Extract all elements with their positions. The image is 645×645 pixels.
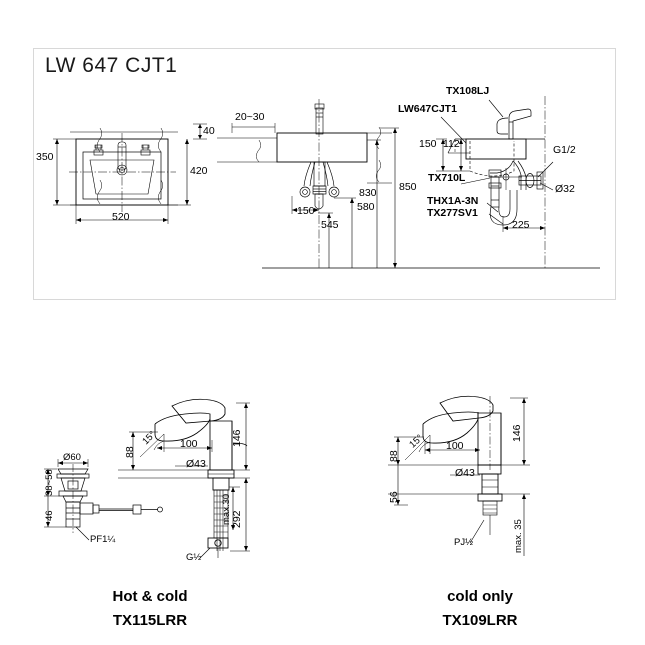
label-tx108lj: TX108LJ — [446, 85, 490, 97]
right-dim-100: 100 — [446, 440, 464, 452]
elev-dim-gap: 20~30 — [235, 111, 265, 123]
label-g12: G1/2 — [553, 144, 576, 156]
plan-dim-520: 520 — [112, 211, 130, 223]
drain-dim-46: 46 — [44, 510, 55, 521]
left-dim-292: 292 — [231, 510, 243, 528]
drain-dim-range: 38~58 — [44, 469, 55, 496]
right-dim-d43: Ø43 — [455, 467, 475, 479]
plan-dim-40: 40 — [203, 125, 215, 137]
right-dim-146: 146 — [511, 424, 523, 442]
drain-label-pf114: PF1¼ — [90, 534, 116, 545]
left-dim-100: 100 — [180, 438, 198, 450]
label-thx1a-3n: THX1A-3N — [427, 195, 479, 207]
section-dim-225: 225 — [512, 219, 530, 231]
section-dim-112: 112 — [443, 138, 460, 150]
left-dim-max30: max.30 — [221, 493, 232, 525]
label-d32: Ø32 — [555, 183, 575, 195]
right-dim-max35: max. 35 — [513, 519, 524, 553]
elev-dim-580: 580 — [357, 201, 375, 213]
left-label-g12: G½ — [186, 552, 202, 563]
main-panel — [33, 48, 616, 300]
right-caption-type: cold only — [447, 588, 513, 605]
right-label-pj12: PJ½ — [454, 537, 474, 548]
left-dim-d43: Ø43 — [186, 458, 206, 470]
left-caption-model: TX115LRR — [112, 612, 188, 629]
plan-dim-420: 420 — [190, 165, 208, 177]
elev-dim-545: 545 — [321, 219, 339, 231]
left-dim-88: 88 — [124, 446, 136, 458]
right-dim-88: 88 — [388, 450, 400, 462]
panel-title: LW 647 CJT1 — [45, 54, 178, 77]
elev-dim-850: 850 — [399, 181, 417, 193]
label-tx710l: TX710L — [428, 172, 466, 184]
drain-dim-d60: Ø60 — [63, 452, 81, 463]
elev-dim-150: 150 — [297, 205, 315, 217]
left-dim-146: 146 — [231, 429, 243, 447]
left-caption-type: Hot & cold — [112, 588, 188, 605]
label-tx277sv1: TX277SV1 — [427, 207, 478, 219]
right-caption-model: TX109LRR — [442, 612, 518, 629]
elev-dim-830: 830 — [359, 187, 377, 199]
section-dim-150: 150 — [419, 138, 437, 150]
plan-dim-350: 350 — [36, 151, 54, 163]
right-dim-56: 56 — [388, 491, 400, 503]
label-lw647cjt1: LW647CJT1 — [398, 103, 457, 115]
